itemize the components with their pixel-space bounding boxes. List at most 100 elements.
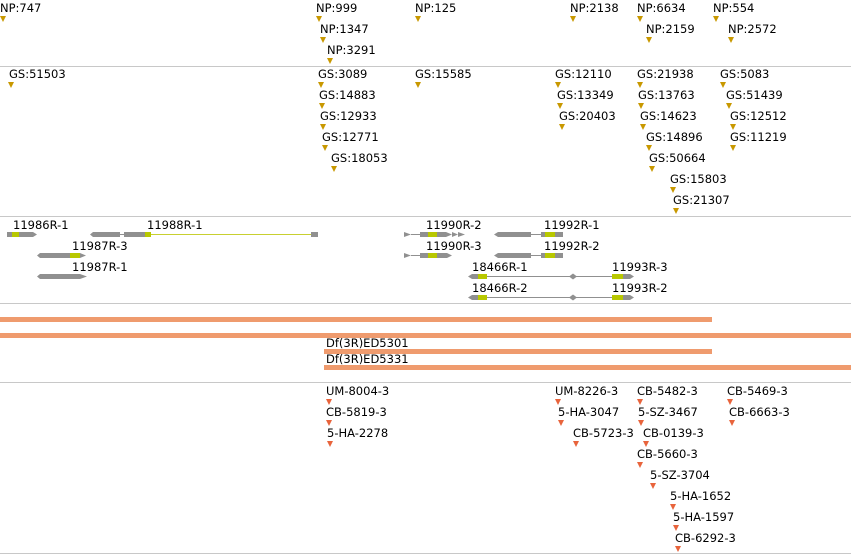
insertion-marker-icon[interactable] [415, 82, 421, 88]
reagent-label[interactable]: 5-HA-2278 [327, 426, 389, 440]
reagent-label[interactable]: CB-5819-3 [326, 405, 387, 419]
insertion-marker-icon[interactable] [726, 103, 732, 109]
gene-label[interactable]: 11990R-3 [426, 239, 482, 253]
np-insertion-label[interactable]: NP:747 [0, 1, 42, 15]
reagent-marker-icon[interactable] [637, 399, 643, 405]
reagent-label[interactable]: 5-HA-1597 [673, 510, 735, 524]
reagent-label[interactable]: UM-8226-3 [555, 384, 619, 398]
reagent-label[interactable]: 5-SZ-3704 [650, 468, 710, 482]
np-insertion-label[interactable]: NP:3291 [327, 43, 376, 57]
reagent-label[interactable]: CB-5660-3 [637, 447, 698, 461]
deficiency-bar-df3r-ed5301[interactable] [324, 349, 712, 354]
insertion-marker-icon[interactable] [327, 58, 333, 64]
transcript-11986R-1[interactable] [7, 232, 37, 237]
reagent-marker-icon[interactable] [727, 399, 733, 405]
transcript-18466R-1[interactable] [468, 273, 634, 280]
reagent-label[interactable]: CB-6663-3 [729, 405, 790, 419]
reagent-label[interactable]: 5-HA-3047 [558, 405, 620, 419]
gs-insertion-label[interactable]: GS:14883 [319, 88, 376, 102]
insertion-marker-icon[interactable] [720, 82, 726, 88]
gs-insertion-label[interactable]: GS:11219 [730, 130, 787, 144]
insertion-marker-icon[interactable] [730, 124, 736, 130]
gene-label[interactable]: 11992R-2 [544, 239, 600, 253]
insertion-marker-icon[interactable] [638, 103, 644, 109]
gene-label[interactable]: 18466R-1 [472, 260, 528, 274]
gene-label[interactable]: 11987R-1 [72, 260, 128, 274]
insertion-marker-icon[interactable] [730, 145, 736, 151]
gs-insertion-label[interactable]: GS:3089 [318, 67, 368, 81]
gs-insertion-label[interactable]: GS:12110 [555, 67, 612, 81]
gene-label[interactable]: 11990R-2 [426, 218, 482, 232]
insertion-marker-icon[interactable] [728, 37, 734, 43]
reagent-label[interactable]: CB-5469-3 [727, 384, 788, 398]
gs-insertion-label[interactable]: GS:50664 [649, 151, 706, 165]
insertion-marker-icon[interactable] [331, 166, 337, 172]
gs-insertion-label[interactable]: GS:51503 [9, 67, 66, 81]
reagent-marker-icon[interactable] [327, 441, 333, 447]
insertion-marker-icon[interactable] [415, 16, 421, 22]
reagent-marker-icon[interactable] [558, 420, 564, 426]
insertion-marker-icon[interactable] [640, 124, 646, 130]
insertion-marker-icon[interactable] [559, 124, 565, 130]
transcript-11987R-3[interactable] [37, 253, 86, 258]
gs-insertion-label[interactable]: GS:12512 [730, 109, 787, 123]
gs-insertion-label[interactable]: GS:15803 [670, 172, 727, 186]
deficiency-bar[interactable] [0, 317, 712, 322]
insertion-marker-icon[interactable] [319, 103, 325, 109]
insertion-marker-icon[interactable] [646, 37, 652, 43]
insertion-marker-icon[interactable] [320, 37, 326, 43]
transcript-11990R-2[interactable] [404, 232, 465, 237]
transcript-11992R-2[interactable] [494, 253, 563, 258]
reagent-marker-icon[interactable] [573, 441, 579, 447]
reagent-label[interactable]: CB-5482-3 [637, 384, 698, 398]
gs-insertion-label[interactable]: GS:18053 [331, 151, 388, 165]
insertion-marker-icon[interactable] [646, 145, 652, 151]
reagent-marker-icon[interactable] [729, 420, 735, 426]
gene-label[interactable]: 11986R-1 [13, 218, 69, 232]
np-insertion-label[interactable]: NP:2572 [728, 22, 777, 36]
reagent-label[interactable]: CB-5723-3 [573, 426, 634, 440]
reagent-marker-icon[interactable] [326, 420, 332, 426]
deficiency-bar[interactable] [0, 333, 851, 338]
insertion-marker-icon[interactable] [555, 82, 561, 88]
insertion-marker-icon[interactable] [320, 124, 326, 130]
reagent-marker-icon[interactable] [643, 441, 649, 447]
reagent-label[interactable]: 5-SZ-3467 [638, 405, 698, 419]
gs-insertion-label[interactable]: GS:12933 [320, 109, 377, 123]
deficiency-bar-df3r-ed5331[interactable] [324, 365, 851, 370]
gs-insertion-label[interactable]: GS:14896 [646, 130, 703, 144]
insertion-marker-icon[interactable] [322, 145, 328, 151]
reagent-marker-icon[interactable] [675, 546, 681, 552]
gs-insertion-label[interactable]: GS:51439 [726, 88, 783, 102]
reagent-label[interactable]: UM-8004-3 [326, 384, 390, 398]
transcript-18466R-2[interactable] [468, 294, 634, 301]
gs-insertion-label[interactable]: GS:5083 [720, 67, 770, 81]
gs-insertion-label[interactable]: GS:14623 [640, 109, 697, 123]
insertion-marker-icon[interactable] [637, 16, 643, 22]
gs-insertion-label[interactable]: GS:12771 [322, 130, 379, 144]
gene-label[interactable]: 11987R-3 [72, 239, 128, 253]
np-insertion-label[interactable]: NP:125 [415, 1, 457, 15]
gs-insertion-label[interactable]: GS:13349 [557, 88, 614, 102]
insertion-marker-icon[interactable] [318, 82, 324, 88]
gene-label[interactable]: 11988R-1 [147, 218, 203, 232]
insertion-marker-icon[interactable] [557, 103, 563, 109]
insertion-marker-icon[interactable] [673, 208, 679, 214]
insertion-marker-icon[interactable] [0, 16, 6, 22]
insertion-marker-icon[interactable] [637, 82, 643, 88]
reagent-label[interactable]: CB-0139-3 [643, 426, 704, 440]
insertion-marker-icon[interactable] [570, 16, 576, 22]
gs-insertion-label[interactable]: GS:21938 [637, 67, 694, 81]
gs-insertion-label[interactable]: GS:20403 [559, 109, 616, 123]
gene-label[interactable]: 11993R-3 [612, 260, 668, 274]
transcript-11987R-1[interactable] [37, 274, 87, 279]
gene-label[interactable]: 11992R-1 [544, 218, 600, 232]
gs-insertion-label[interactable]: GS:15585 [415, 67, 472, 81]
reagent-marker-icon[interactable] [637, 462, 643, 468]
insertion-marker-icon[interactable] [649, 166, 655, 172]
reagent-label[interactable]: 5-HA-1652 [670, 489, 732, 503]
np-insertion-label[interactable]: NP:2138 [570, 1, 619, 15]
deficiency-label[interactable]: Df(3R)ED5301 [326, 336, 409, 350]
reagent-marker-icon[interactable] [650, 483, 656, 489]
insertion-marker-icon[interactable] [8, 82, 14, 88]
